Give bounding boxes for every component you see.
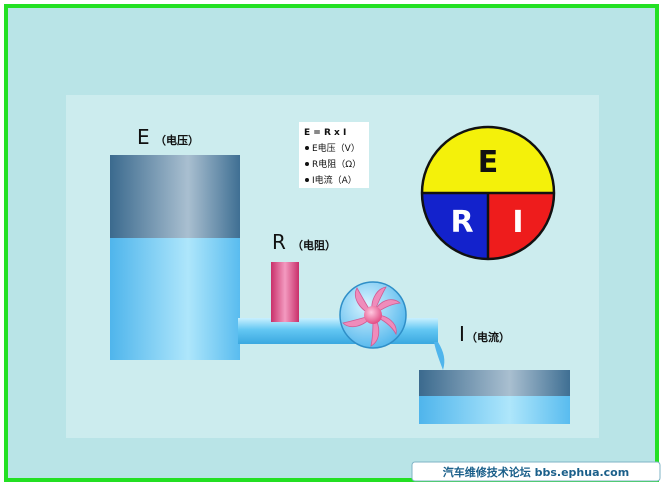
voltage-tank bbox=[110, 155, 240, 360]
legend-box bbox=[299, 122, 369, 188]
legend-bullet bbox=[305, 162, 309, 166]
r-name: （电阻） bbox=[292, 238, 336, 252]
circle-letter-r: R bbox=[450, 205, 473, 240]
circle-letter-e: E bbox=[478, 145, 499, 180]
circle-right-segment bbox=[488, 193, 554, 259]
r-letter: R bbox=[272, 230, 286, 254]
ohms-law-circle: E R I bbox=[420, 125, 556, 261]
basin-water bbox=[419, 396, 570, 424]
circle-left-segment bbox=[422, 193, 488, 259]
legend-bullet bbox=[305, 146, 309, 150]
watermark: 汽车维修技术论坛 bbs.ephua.com bbox=[411, 461, 661, 482]
circle-top-segment bbox=[422, 127, 554, 193]
water-pipe bbox=[238, 318, 438, 344]
circle-outline bbox=[420, 125, 556, 261]
water-turbine bbox=[339, 281, 407, 349]
i-letter: I bbox=[459, 322, 465, 346]
circle-letter-i: I bbox=[512, 205, 523, 240]
resistor-column bbox=[271, 262, 299, 322]
turbine-hub bbox=[364, 306, 382, 324]
legend-item-voltage: E电压（V） bbox=[312, 142, 360, 154]
basin-empty-space bbox=[419, 370, 570, 398]
current-basin bbox=[419, 370, 570, 424]
watermark-text: 汽车维修技术论坛 bbs.ephua.com bbox=[443, 465, 629, 479]
legend-bullet bbox=[305, 178, 309, 182]
tank-empty-space bbox=[110, 155, 240, 240]
i-name: （电流） bbox=[466, 330, 510, 344]
legend-item-current: I电流（A） bbox=[312, 174, 357, 186]
tank-water bbox=[110, 238, 240, 360]
e-letter: E bbox=[137, 125, 150, 149]
legend-formula: E = R x I bbox=[304, 128, 346, 138]
e-name: （电压） bbox=[155, 133, 199, 147]
formula-legend: E = R x I E电压（V） R电阻（Ω） I电流（A） bbox=[299, 122, 369, 188]
watermark-box bbox=[411, 461, 661, 482]
legend-item-resistance: R电阻（Ω） bbox=[312, 158, 361, 170]
